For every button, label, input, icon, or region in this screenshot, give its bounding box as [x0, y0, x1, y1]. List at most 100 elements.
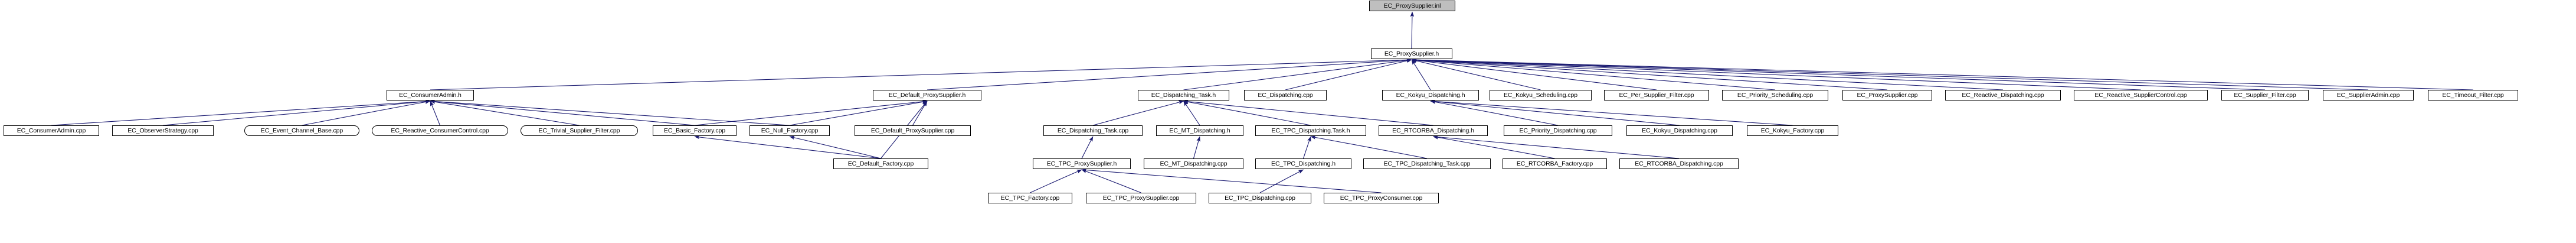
- graph-node[interactable]: EC_Default_Factory.cpp: [833, 158, 928, 169]
- graph-node[interactable]: EC_Supplier_Filter.cpp: [2221, 90, 2309, 101]
- graph-node-label: EC_RTCORBA_Dispatching.h: [1392, 127, 1474, 134]
- graph-node-label: EC_Event_Channel_Base.cpp: [260, 127, 343, 134]
- graph-node[interactable]: EC_TPC_Dispatching.cpp: [1209, 193, 1311, 203]
- graph-node-label: EC_ObserverStrategy.cpp: [127, 127, 198, 134]
- graph-edge: [1081, 169, 1141, 193]
- graph-node-label: EC_TPC_Dispatching.h: [1271, 160, 1336, 167]
- graph-node[interactable]: EC_Default_ProxySupplier.cpp: [855, 125, 971, 136]
- graph-node-label: EC_Reactive_ConsumerControl.cpp: [391, 127, 489, 134]
- graph-edge: [1092, 100, 1184, 126]
- graph-edge: [51, 99, 431, 126]
- graph-node[interactable]: EC_TPC_ProxySupplier.h: [1033, 158, 1131, 169]
- graph-edge: [302, 100, 431, 126]
- graph-edge: [1430, 99, 1680, 126]
- graph-edge: [1411, 58, 1776, 90]
- graph-node-label: EC_Per_Supplier_Filter.cpp: [1619, 91, 1694, 99]
- graph-edge: [1285, 59, 1412, 90]
- graph-node[interactable]: EC_Trivial_Supplier_Filter.cpp: [521, 125, 638, 136]
- graph-edge: [1411, 59, 1431, 90]
- graph-edge: [1302, 136, 1311, 159]
- graph-edge: [1411, 58, 2141, 90]
- graph-edge: [1411, 57, 2369, 90]
- graph-node[interactable]: EC_TPC_Dispatching.Task.h: [1255, 125, 1366, 136]
- graph-node[interactable]: EC_MT_Dispatching.h: [1156, 125, 1243, 136]
- graph-node[interactable]: EC_Reactive_Dispatching.cpp: [1945, 90, 2061, 101]
- graph-node[interactable]: EC_Event_Channel_Base.cpp: [244, 125, 359, 136]
- graph-node[interactable]: EC_MT_Dispatching.cpp: [1144, 158, 1243, 169]
- graph-node-label: EC_RTCORBA_Factory.cpp: [1516, 160, 1593, 167]
- graph-node[interactable]: EC_TPC_Dispatching_Task.cpp: [1363, 158, 1491, 169]
- graph-node[interactable]: EC_ConsumerAdmin.h: [387, 90, 474, 101]
- graph-node-label: EC_Trivial_Supplier_Filter.cpp: [538, 127, 620, 134]
- graph-edge: [430, 99, 695, 126]
- graph-node-label: EC_Priority_Dispatching.cpp: [1519, 127, 1597, 134]
- graph-node-label: EC_Reactive_SupplierControl.cpp: [2094, 91, 2187, 99]
- graph-node[interactable]: EC_TPC_ProxyConsumer.cpp: [1324, 193, 1439, 203]
- graph-node-label: EC_Dispatching_Task.cpp: [1057, 127, 1129, 134]
- graph-node[interactable]: EC_Kokyu_Factory.cpp: [1747, 125, 1838, 136]
- graph-node-label: EC_Reactive_Dispatching.cpp: [1962, 91, 2044, 99]
- graph-node[interactable]: EC_Dispatching_Task.cpp: [1043, 125, 1143, 136]
- graph-node-label: EC_Supplier_Filter.cpp: [2234, 91, 2296, 99]
- graph-edge: [1183, 101, 1200, 126]
- graph-node-label: EC_TPC_Factory.cpp: [1000, 194, 1060, 202]
- graph-edge: [1432, 135, 1680, 159]
- graph-node-label: EC_Timeout_Filter.cpp: [2442, 91, 2504, 99]
- graph-edge: [1430, 100, 1559, 126]
- graph-node[interactable]: EC_RTCORBA_Dispatching.cpp: [1619, 158, 1739, 169]
- graph-edge: [789, 135, 881, 159]
- graph-node[interactable]: EC_Kokyu_Dispatching.cpp: [1626, 125, 1733, 136]
- graph-edge: [1411, 58, 2004, 90]
- graph-node-label: EC_Default_ProxySupplier.h: [888, 91, 966, 99]
- graph-node[interactable]: EC_Null_Factory.cpp: [749, 125, 830, 136]
- graph-node[interactable]: EC_ConsumerAdmin.cpp: [4, 125, 99, 136]
- graph-node[interactable]: EC_Default_ProxySupplier.h: [873, 90, 981, 101]
- graph-edge: [430, 99, 790, 126]
- graph-edge: [1411, 59, 1541, 90]
- graph-node[interactable]: EC_TPC_Dispatching.h: [1255, 158, 1351, 169]
- graph-node-label: EC_Kokyu_Factory.cpp: [1760, 127, 1825, 134]
- graph-node-label: EC_TPC_Dispatching.Task.h: [1271, 127, 1350, 134]
- graph-node[interactable]: EC_RTCORBA_Factory.cpp: [1503, 158, 1607, 169]
- graph-node[interactable]: EC_Reactive_SupplierControl.cpp: [2074, 90, 2208, 101]
- graph-node-label: EC_TPC_ProxySupplier.cpp: [1102, 194, 1180, 202]
- graph-node[interactable]: EC_Basic_Factory.cpp: [653, 125, 737, 136]
- graph-node[interactable]: EC_SupplierAdmin.cpp: [2323, 90, 2414, 101]
- graph-node-label: EC_Dispatching_Task.h: [1151, 91, 1216, 99]
- graph-node-label: EC_SupplierAdmin.cpp: [2336, 91, 2400, 99]
- graph-node-label: EC_Dispatching.cpp: [1258, 91, 1313, 99]
- graph-edge: [1193, 136, 1200, 159]
- graph-node[interactable]: EC_Timeout_Filter.cpp: [2428, 90, 2518, 101]
- graph-node-label: EC_Kokyu_Scheduling.cpp: [1504, 91, 1577, 99]
- graph-node-label: EC_TPC_ProxySupplier.h: [1046, 160, 1117, 167]
- graph-edge: [1030, 169, 1082, 193]
- graph-node[interactable]: EC_ProxySupplier.inl: [1369, 1, 1455, 11]
- graph-node[interactable]: EC_ObserverStrategy.cpp: [112, 125, 214, 136]
- graph-node[interactable]: EC_TPC_ProxySupplier.cpp: [1086, 193, 1196, 203]
- graph-node[interactable]: EC_TPC_Factory.cpp: [988, 193, 1072, 203]
- graph-node-label: EC_ProxySupplier.h: [1384, 50, 1439, 57]
- graph-node[interactable]: EC_Priority_Scheduling.cpp: [1722, 90, 1828, 101]
- graph-node[interactable]: EC_Kokyu_Dispatching.h: [1382, 90, 1479, 101]
- graph-node[interactable]: EC_Per_Supplier_Filter.cpp: [1604, 90, 1709, 101]
- graph-node[interactable]: EC_RTCORBA_Dispatching.h: [1379, 125, 1488, 136]
- graph-node[interactable]: EC_Priority_Dispatching.cpp: [1504, 125, 1612, 136]
- graph-node[interactable]: EC_Kokyu_Scheduling.cpp: [1490, 90, 1592, 101]
- graph-node[interactable]: EC_Reactive_ConsumerControl.cpp: [372, 125, 508, 136]
- graph-node-label: EC_ProxySupplier.inl: [1383, 2, 1441, 9]
- graph-node-label: EC_Kokyu_Dispatching.h: [1396, 91, 1465, 99]
- graph-edge: [1081, 136, 1094, 159]
- graph-node-label: EC_Priority_Scheduling.cpp: [1737, 91, 1814, 99]
- graph-node-label: EC_MT_Dispatching.cpp: [1160, 160, 1228, 167]
- graph-node-label: EC_ConsumerAdmin.cpp: [17, 127, 86, 134]
- graph-node[interactable]: EC_Dispatching.cpp: [1244, 90, 1327, 101]
- graph-edge: [1411, 58, 1888, 90]
- graph-node-label: EC_ProxySupplier.cpp: [1857, 91, 1918, 99]
- graph-node-label: EC_Null_Factory.cpp: [761, 127, 819, 134]
- graph-node[interactable]: EC_ProxySupplier.cpp: [1842, 90, 1932, 101]
- graph-node[interactable]: EC_ProxySupplier.h: [1371, 48, 1452, 59]
- graph-node[interactable]: EC_Dispatching_Task.h: [1138, 90, 1229, 101]
- graph-edge: [927, 58, 1412, 90]
- graph-edge: [430, 100, 580, 126]
